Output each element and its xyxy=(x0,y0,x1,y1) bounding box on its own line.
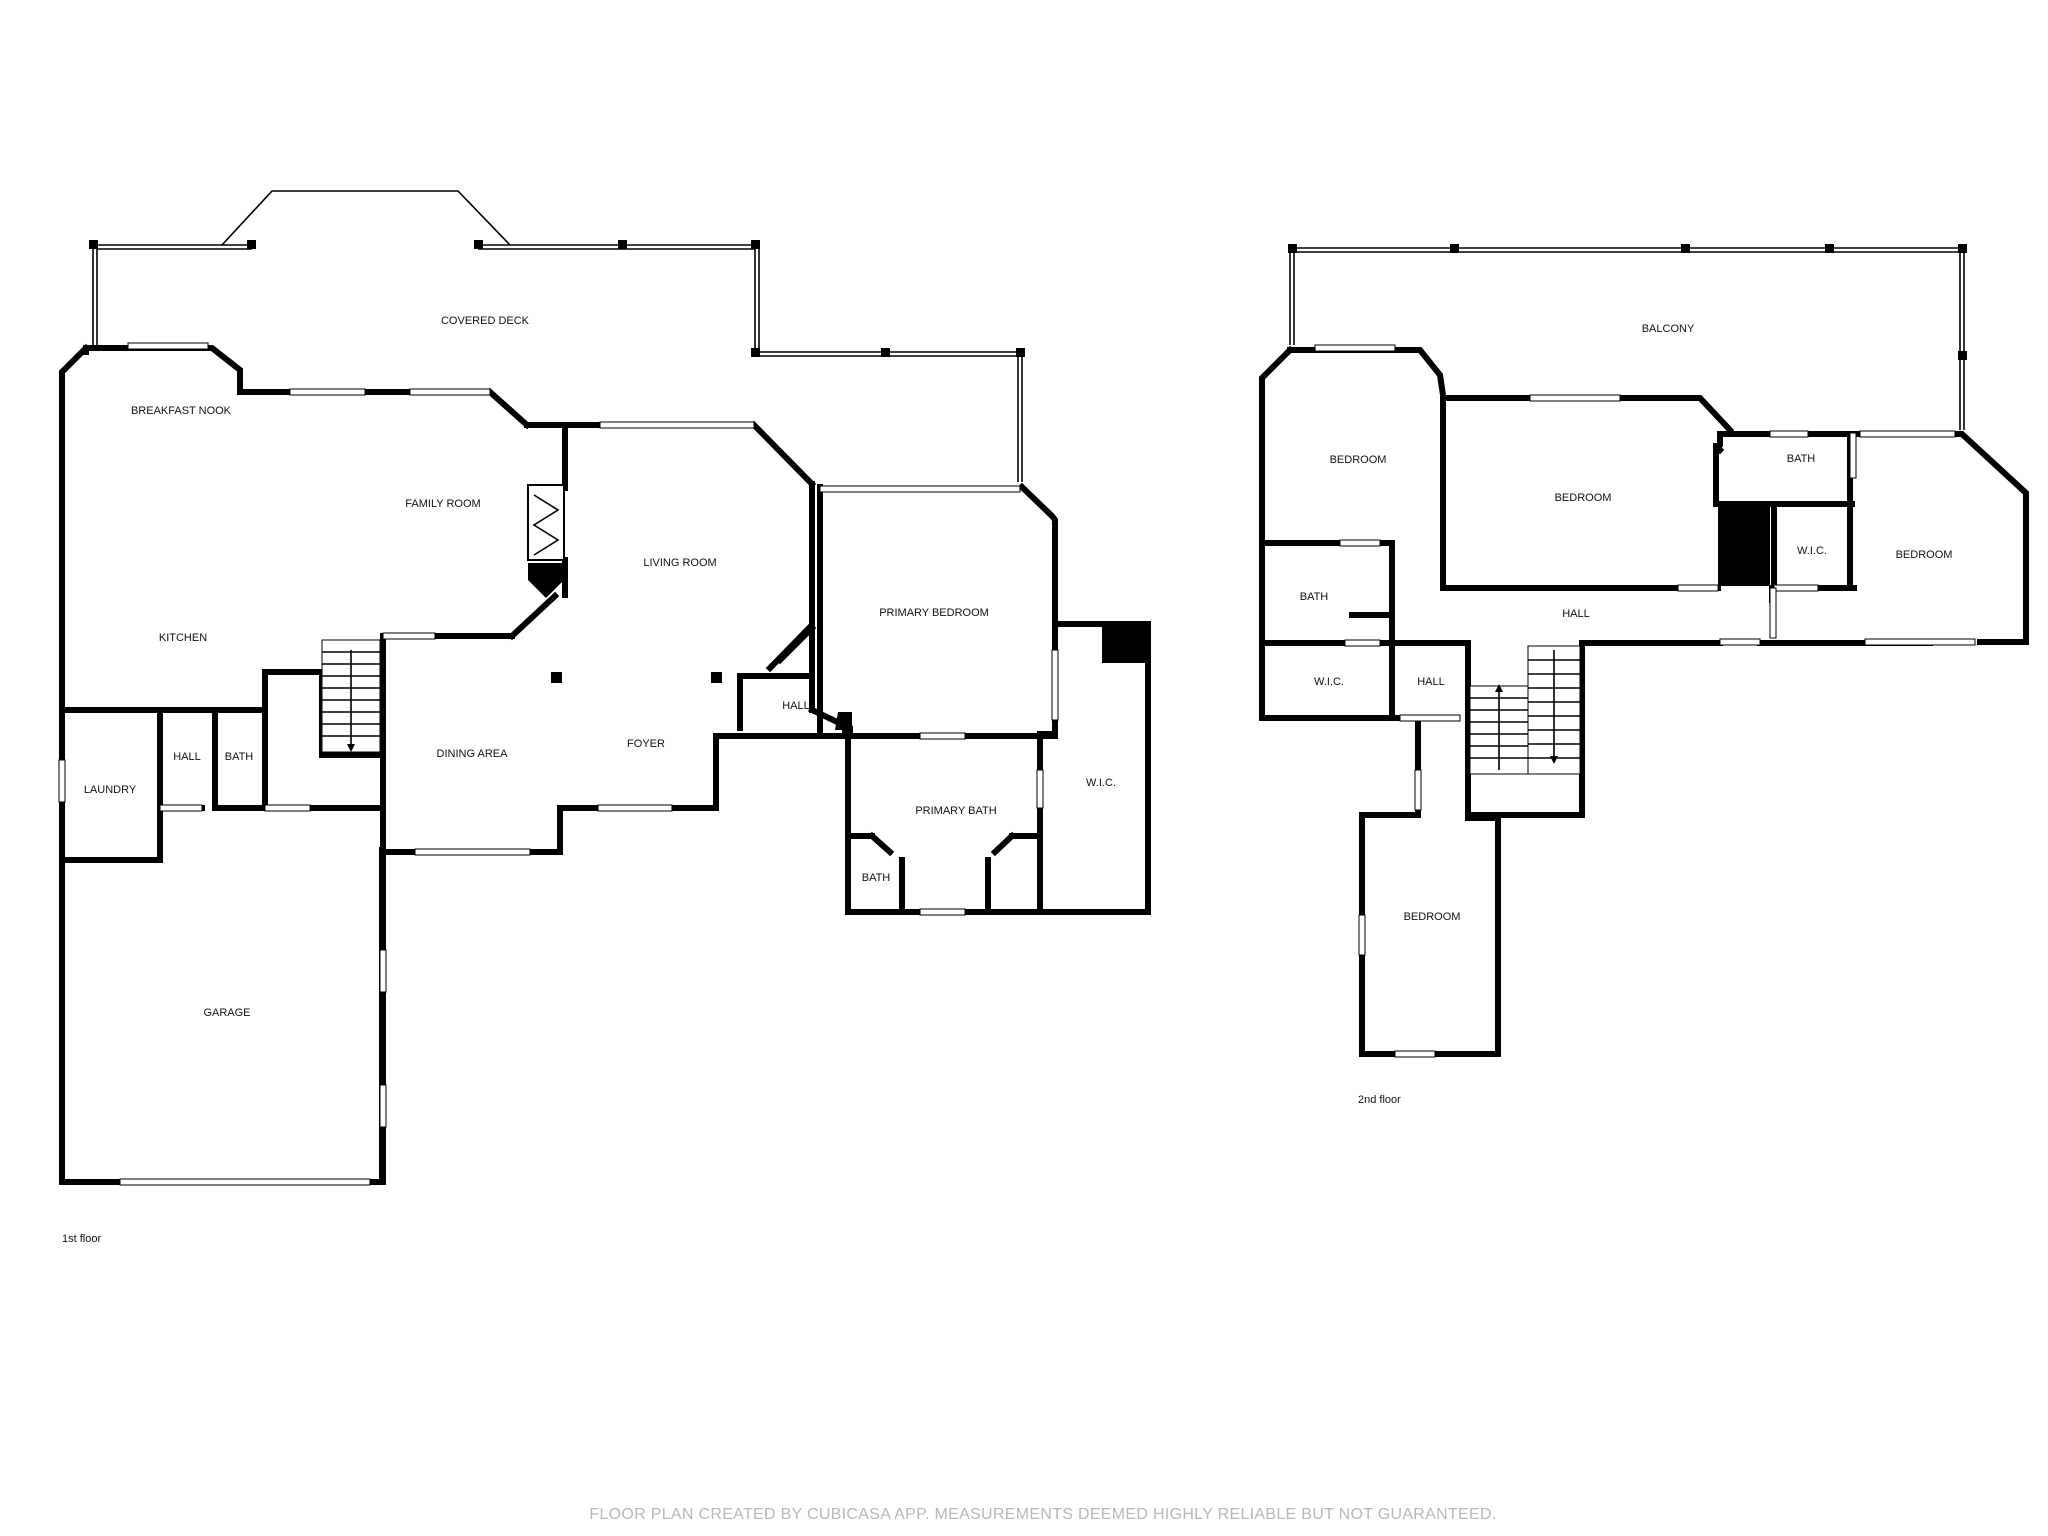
footer-disclaimer: FLOOR PLAN CREATED BY CUBICASA APP. MEAS… xyxy=(589,1506,1496,1523)
second-floor-plan: BALCONY BEDROOM BEDROOM BATH W.I.C. BEDR… xyxy=(1259,244,2029,1106)
fireplace xyxy=(527,484,565,598)
room-label-bath-primary-small: BATH xyxy=(862,872,891,884)
column xyxy=(551,672,562,683)
corner-fill xyxy=(835,712,852,730)
stairs-first-floor xyxy=(321,639,381,753)
room-label-primary-bedroom: PRIMARY BEDROOM xyxy=(879,607,989,619)
room-label-hall-upper: HALL xyxy=(1562,608,1590,620)
room-label-covered-deck: COVERED DECK xyxy=(441,315,530,327)
room-label-bedroom-right: BEDROOM xyxy=(1896,549,1953,561)
balcony-railing xyxy=(1288,244,1967,430)
room-label-hall-left: HALL xyxy=(173,751,201,763)
room-label-laundry: LAUNDRY xyxy=(84,784,137,796)
room-label-kitchen: KITCHEN xyxy=(159,632,207,644)
room-label-wic: W.I.C. xyxy=(1086,777,1116,789)
first-floor-plan: COVERED DECK BREAKFAST NOOK FAMILY ROOM … xyxy=(58,190,1151,1245)
room-label-bedroom-left: BEDROOM xyxy=(1330,454,1387,466)
wic-column xyxy=(1102,625,1146,663)
room-label-bedroom-bottom: BEDROOM xyxy=(1404,911,1461,923)
room-label-breakfast-nook: BREAKFAST NOOK xyxy=(131,405,232,417)
room-label-primary-bath: PRIMARY BATH xyxy=(915,805,996,817)
room-label-dining-area: DINING AREA xyxy=(437,748,509,760)
closet-block xyxy=(1718,506,1770,586)
room-label-bath-left: BATH xyxy=(225,751,254,763)
room-label-bath-left: BATH xyxy=(1300,591,1329,603)
second-floor-windows xyxy=(1314,344,1976,1058)
room-label-balcony: BALCONY xyxy=(1642,323,1695,335)
stairs-second-floor xyxy=(1469,645,1581,775)
room-label-hall-lower: HALL xyxy=(1417,676,1445,688)
first-floor-walls xyxy=(59,343,1151,1185)
floor-label-first: 1st floor xyxy=(62,1233,101,1245)
column xyxy=(711,672,722,683)
floor-label-second: 2nd floor xyxy=(1358,1094,1401,1106)
room-label-wic-right: W.I.C. xyxy=(1797,545,1827,557)
room-label-bedroom-center: BEDROOM xyxy=(1555,492,1612,504)
room-label-family-room: FAMILY ROOM xyxy=(405,498,480,510)
covered-deck-railing xyxy=(89,190,1025,482)
room-label-foyer: FOYER xyxy=(627,738,665,750)
room-label-garage: GARAGE xyxy=(203,1007,250,1019)
room-label-living-room: LIVING ROOM xyxy=(643,557,716,569)
room-label-wic-left: W.I.C. xyxy=(1314,676,1344,688)
first-floor-windows xyxy=(58,342,1059,1186)
room-label-hall-center: HALL xyxy=(782,700,810,712)
room-label-bath-right: BATH xyxy=(1787,453,1816,465)
